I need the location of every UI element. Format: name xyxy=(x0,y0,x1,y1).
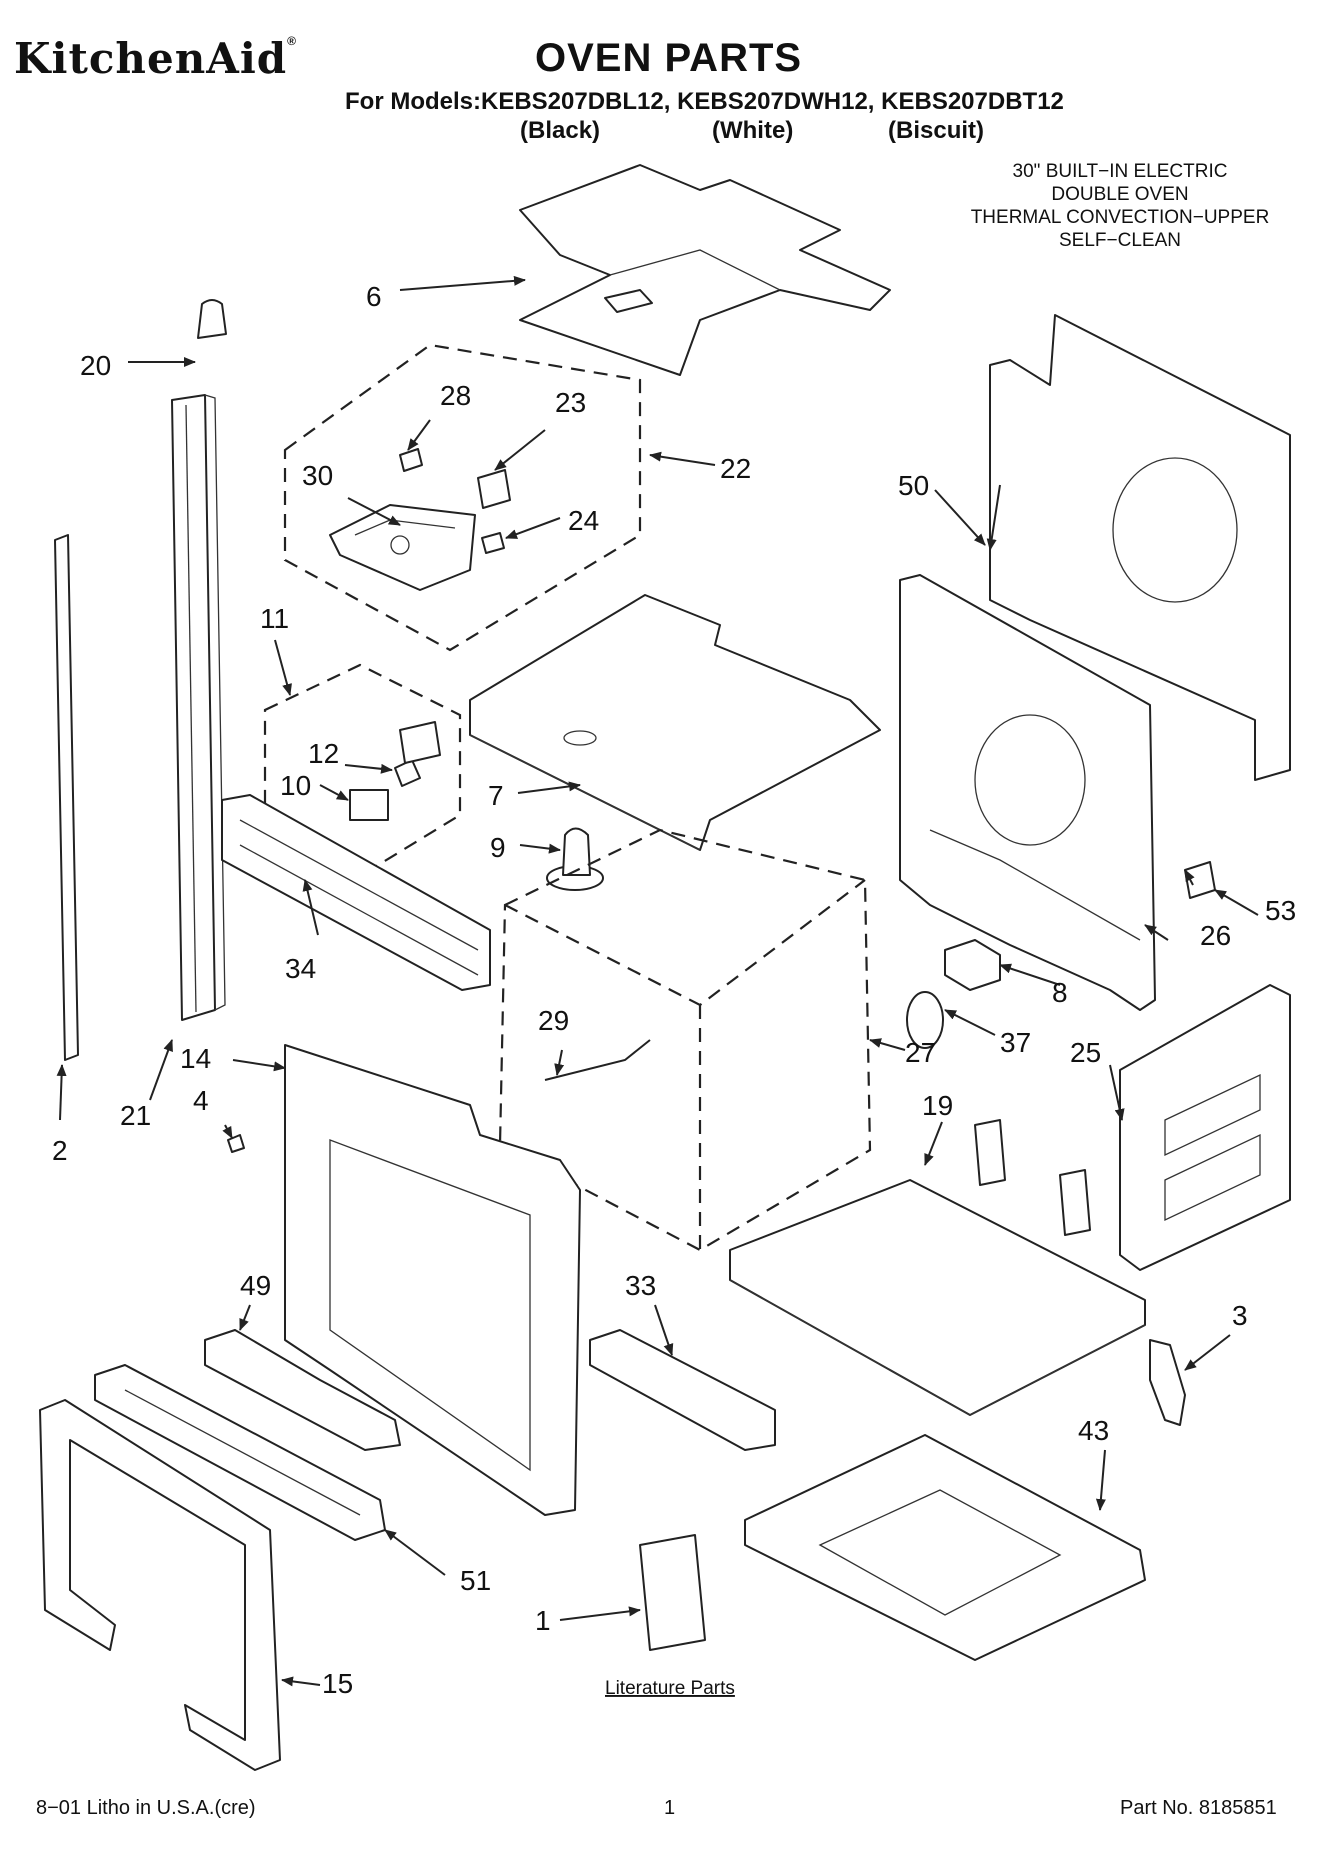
callout-9: 9 xyxy=(490,832,506,863)
description-line: DOUBLE OVEN xyxy=(1051,184,1189,205)
description-line: 30" BUILT−IN ELECTRIC xyxy=(1012,161,1228,182)
part-34-vent-grille xyxy=(221,794,491,991)
part-11-socket xyxy=(399,721,441,764)
callout-22: 22 xyxy=(720,453,751,484)
callout-50: 50 xyxy=(898,470,929,501)
callout-3: 3 xyxy=(1232,1300,1248,1331)
literature-parts-label: Literature Parts xyxy=(605,1678,735,1699)
callout-29: 29 xyxy=(538,1005,569,1036)
part-43-bottom-tray xyxy=(744,1434,1146,1661)
part-9-fan-motor xyxy=(546,827,604,891)
part-29-probe xyxy=(544,1039,651,1081)
product-description: 30" BUILT−IN ELECTRIC DOUBLE OVEN THERMA… xyxy=(920,160,1320,252)
callout-24: 24 xyxy=(568,505,599,536)
part-14-front-frame xyxy=(284,1044,581,1516)
part-30-bracket xyxy=(329,504,476,591)
footer-page-number: 1 xyxy=(664,1797,676,1819)
part-26-back-frame xyxy=(899,574,1156,1011)
callout-33: 33 xyxy=(625,1270,656,1301)
callout-6: 6 xyxy=(366,281,382,312)
part-3-bracket xyxy=(1149,1339,1186,1426)
callout-27: 27 xyxy=(905,1037,936,1068)
callout-20: 20 xyxy=(80,350,111,381)
part-4-screw xyxy=(227,1134,245,1153)
footer-litho: 8−01 Litho in U.S.A.(cre) xyxy=(36,1797,256,1819)
callout-28: 28 xyxy=(440,380,471,411)
callout-labels: 6 20 28 23 22 30 24 11 12 10 7 9 34 50 5… xyxy=(52,281,1296,1699)
callout-51: 51 xyxy=(460,1565,491,1596)
callout-26: 26 xyxy=(1200,920,1231,951)
part-19-bottom-panel xyxy=(729,1119,1146,1416)
callout-19: 19 xyxy=(922,1090,953,1121)
part-50-rear-panel xyxy=(989,314,1291,781)
part-49-support-bar xyxy=(204,1329,401,1451)
callout-10: 10 xyxy=(280,770,311,801)
callout-15: 15 xyxy=(322,1668,353,1699)
callout-34: 34 xyxy=(285,953,316,984)
callout-14: 14 xyxy=(180,1043,211,1074)
brand-logo: KitchenAid® xyxy=(14,34,297,83)
registered-mark: ® xyxy=(287,34,297,48)
part-20-cap xyxy=(197,299,227,339)
part-8-block xyxy=(944,939,1001,991)
part-15-door-gasket xyxy=(39,1399,281,1771)
finish-white: (White) xyxy=(712,117,794,144)
page-title: OVEN PARTS xyxy=(535,36,803,80)
callout-8: 8 xyxy=(1052,977,1068,1008)
leader-arrows xyxy=(56,275,1259,1687)
part-23-solenoid xyxy=(477,469,511,509)
callout-49: 49 xyxy=(240,1270,271,1301)
models-line: For Models:KEBS207DBL12, KEBS207DWH12, K… xyxy=(345,88,1064,115)
assembly-22-outline xyxy=(283,343,642,652)
brand-name: KitchenAid xyxy=(14,34,288,83)
callout-21: 21 xyxy=(120,1100,151,1131)
part-37-thermal-cutout xyxy=(906,991,944,1049)
part-24-latch xyxy=(481,532,505,554)
callout-30: 30 xyxy=(302,460,333,491)
callout-2: 2 xyxy=(52,1135,68,1166)
part-10-lens xyxy=(349,789,389,821)
callout-43: 43 xyxy=(1078,1415,1109,1446)
callout-1: 1 xyxy=(535,1605,551,1636)
description-line: SELF−CLEAN xyxy=(1059,230,1181,251)
callout-23: 23 xyxy=(555,387,586,418)
callout-7: 7 xyxy=(488,780,504,811)
part-12-bulb xyxy=(394,759,421,787)
part-25-side-panel xyxy=(1119,984,1291,1271)
part-27-oven-cavity xyxy=(498,828,872,1252)
part-28-switch xyxy=(399,448,423,472)
part-2-trim-rod xyxy=(54,534,79,1061)
part-1-literature-book xyxy=(639,1534,706,1651)
part-7-oven-top xyxy=(469,594,881,851)
part-6-top-panel xyxy=(519,164,891,376)
part-21-side-trim xyxy=(171,394,226,1021)
description-line: THERMAL CONVECTION−UPPER xyxy=(970,207,1270,228)
callout-37: 37 xyxy=(1000,1027,1031,1058)
callout-25: 25 xyxy=(1070,1037,1101,1068)
part-33-rail xyxy=(589,1329,776,1451)
finish-black: (Black) xyxy=(520,117,601,144)
finish-biscuit: (Biscuit) xyxy=(888,117,984,144)
callout-4: 4 xyxy=(193,1085,209,1116)
callout-12: 12 xyxy=(308,738,339,769)
footer-part-number: Part No. 8185851 xyxy=(1120,1797,1277,1819)
callout-11: 11 xyxy=(260,603,289,634)
callout-53: 53 xyxy=(1265,895,1296,926)
